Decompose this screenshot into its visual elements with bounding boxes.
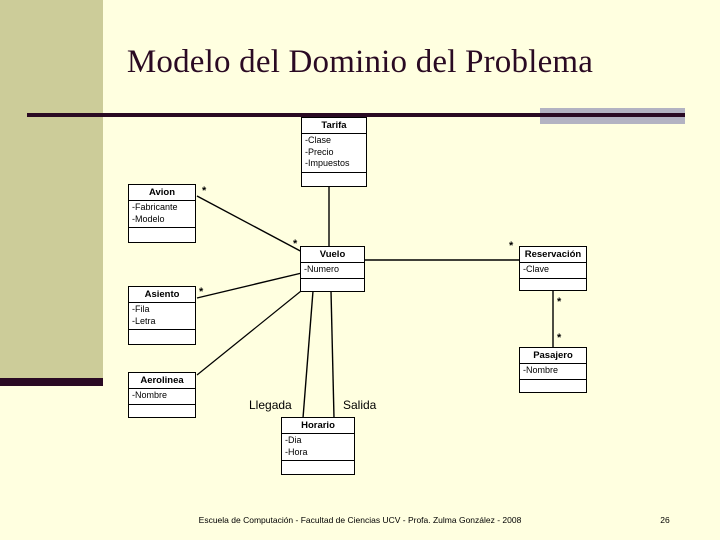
uml-operations [301,279,364,295]
uml-attribute: -Letra [132,315,156,326]
uml-class-name: Asiento [129,287,195,303]
multiplicity-reservacion-left: * [509,240,514,252]
uml-attribute: -Hora [285,446,308,457]
uml-attribute: -Clave [523,264,550,274]
connector-asiento-vuelo [196,271,307,299]
uml-attribute: -Nombre [523,365,559,375]
uml-operations [129,330,195,346]
uml-attribute: -Precio [305,146,334,157]
uml-attributes: -Clave [520,263,586,279]
title-rule [27,113,685,117]
page-title: Modelo del Dominio del Problema [126,44,594,80]
multiplicity-asiento: * [199,286,204,298]
uml-class-asiento[interactable]: Asiento -Fila -Letra [128,286,196,345]
decorative-left-band [0,0,103,378]
uml-attributes: -Numero [301,263,364,279]
uml-attributes: -Clase -Precio -Impuestos [302,134,366,173]
uml-operations [129,405,195,421]
uml-attribute: -Numero [304,264,340,274]
uml-class-aerolinea[interactable]: Aerolinea -Nombre [128,372,196,418]
uml-class-vuelo[interactable]: Vuelo -Numero [300,246,365,292]
multiplicity-avion: * [202,185,207,197]
uml-operations [302,173,366,189]
connector-aerolinea-vuelo [196,286,307,376]
footer-credit: Escuela de Computación - Facultad de Cie… [198,515,522,525]
uml-class-name: Avion [129,185,195,201]
uml-class-reservacion[interactable]: Reservación -Clave [519,246,587,291]
association-label-llegada: Llegada [249,398,292,412]
uml-attribute: -Nombre [132,390,168,400]
uml-class-pasajero[interactable]: Pasajero -Nombre [519,347,587,393]
uml-class-name: Aerolinea [129,373,195,389]
uml-class-name: Pasajero [520,348,586,364]
uml-attributes: -Nombre [520,364,586,380]
uml-operations [129,228,195,244]
connector-avion-vuelo [196,195,307,255]
uml-class-name: Tarifa [302,118,366,134]
decorative-left-band-cap [0,378,103,386]
uml-class-name: Horario [282,418,354,434]
uml-attributes: -Fabricante -Modelo [129,201,195,228]
uml-operations [520,380,586,396]
connector-vuelo-horario-llegada [302,290,314,419]
uml-attribute: -Fila [132,304,150,314]
uml-attribute: -Fabricante [132,202,178,212]
uml-attributes: -Fila -Letra [129,303,195,330]
uml-attribute: -Impuestos [305,158,350,168]
multiplicity-reservacion-bottom: * [557,296,562,308]
uml-attributes: -Nombre [129,389,195,405]
uml-class-name: Vuelo [301,247,364,263]
uml-operations [520,279,586,295]
footer-page-number: 26 [660,515,670,525]
uml-attribute: -Dia [285,435,302,445]
multiplicity-vuelo-left: * [293,238,298,250]
uml-class-tarifa[interactable]: Tarifa -Clase -Precio -Impuestos [301,117,367,187]
association-label-salida: Salida [343,398,377,412]
uml-class-avion[interactable]: Avion -Fabricante -Modelo [128,184,196,243]
uml-class-horario[interactable]: Horario -Dia -Hora [281,417,355,475]
uml-class-name: Reservación [520,247,586,263]
connector-vuelo-horario-salida [330,290,335,419]
uml-operations [282,461,354,477]
uml-attributes: -Dia -Hora [282,434,354,461]
uml-attribute: -Modelo [132,213,165,224]
multiplicity-pasajero-top: * [557,332,562,344]
uml-attribute: -Clase [305,135,332,145]
